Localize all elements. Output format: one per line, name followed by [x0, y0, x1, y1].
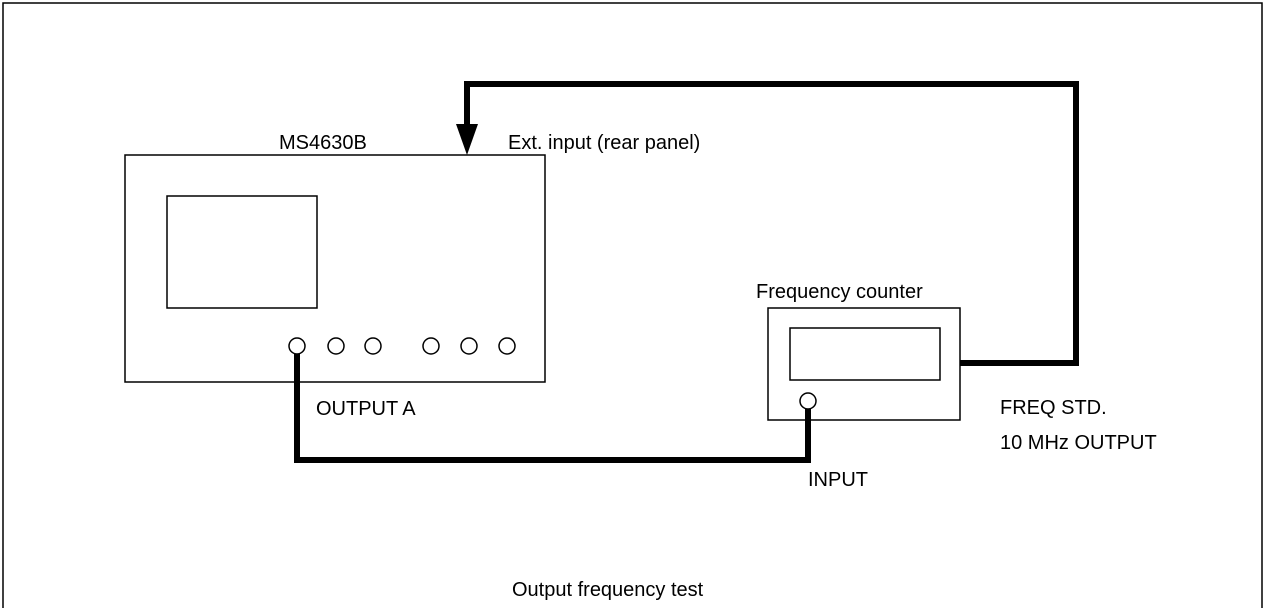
connector-5 [460, 337, 478, 355]
freq-std-label: FREQ STD. [1000, 397, 1107, 419]
connector-2 [327, 337, 345, 355]
counter-input-label: INPUT [808, 469, 868, 491]
ext-input-label: Ext. input (rear panel) [508, 132, 700, 154]
ms4630b-screen [166, 195, 318, 309]
counter-input-connector [799, 392, 817, 410]
frequency-counter-body [767, 307, 961, 421]
output-a-to-input-cable [294, 354, 811, 463]
reference-10mhz-cable [464, 81, 1079, 366]
device-name-label: MS4630B [279, 132, 367, 154]
output-a-connector [288, 337, 306, 355]
frequency-counter-device [767, 307, 961, 421]
connector-6 [498, 337, 516, 355]
output-a-label: OUTPUT A [316, 398, 416, 420]
ext-input-arrowhead [456, 124, 478, 155]
frequency-counter-display [789, 327, 941, 381]
connector-3 [364, 337, 382, 355]
freq-std-output-label: 10 MHz OUTPUT [1000, 432, 1157, 454]
connector-4 [422, 337, 440, 355]
ms4630b-device [124, 154, 546, 383]
diagram-caption: Output frequency test [512, 579, 704, 601]
counter-name-label: Frequency counter [756, 281, 923, 303]
ms4630b-body [124, 154, 546, 383]
